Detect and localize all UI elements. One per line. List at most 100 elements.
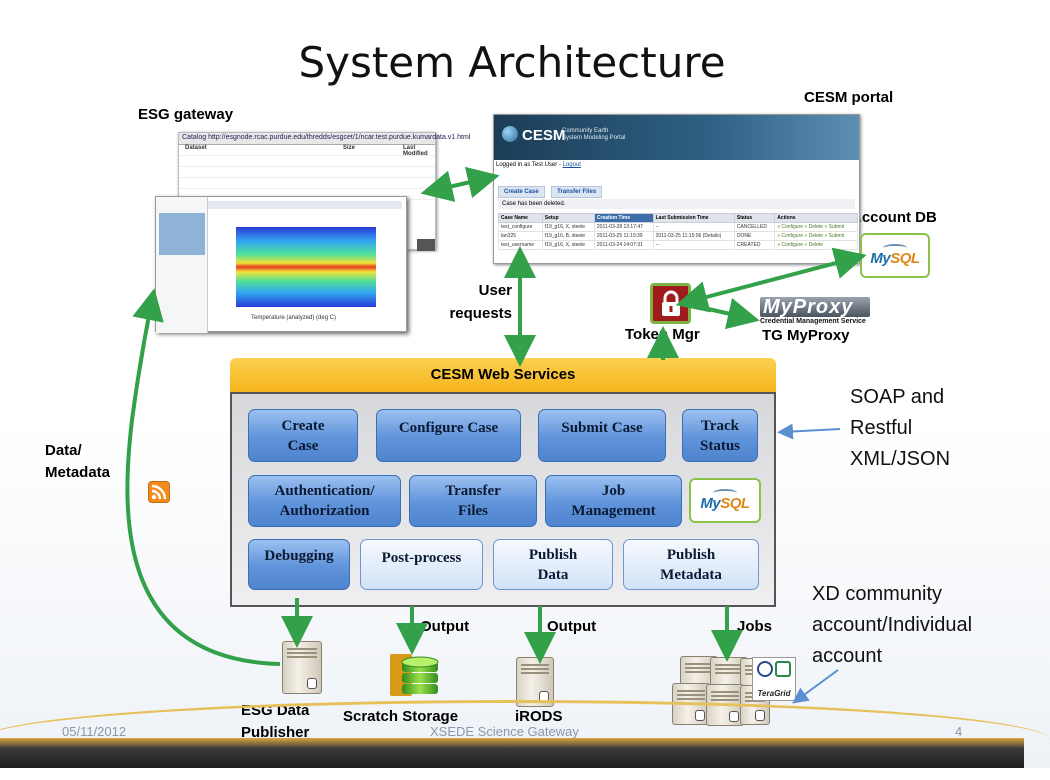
xd-community-account-label: XD community account/Individual account — [812, 579, 972, 672]
col-size: Size — [343, 145, 356, 151]
user-requests-label: User requests — [438, 279, 512, 325]
dolphin-icon — [883, 244, 907, 252]
token-accountdb-arrow — [675, 247, 867, 313]
mysql-my: My — [870, 250, 891, 267]
user-requests-line-1: User — [478, 282, 512, 299]
web-services-mysql-logo: MySQL — [689, 478, 761, 523]
dolphin-icon — [713, 489, 737, 497]
xd-line-1: XD community — [812, 583, 943, 605]
globe-icon — [502, 126, 518, 142]
soap-restful-label: SOAP and Restful XML/JSON — [850, 382, 950, 475]
myproxy-tagline: Credential Management Service — [760, 318, 866, 325]
job-management-service: Job Management — [545, 475, 682, 527]
col-modified: Last Modified — [403, 145, 428, 157]
submit-case-label: Submit Case — [561, 420, 643, 436]
plot-caption: Temperature (analyzed) (deg C) — [251, 315, 337, 321]
cesm-portal-label: CESM portal — [804, 89, 894, 106]
data-metadata-label: Data/ Metadata — [45, 440, 110, 484]
page-number: 4 — [955, 724, 963, 739]
esg-data-publisher-server-icon — [282, 641, 322, 694]
notice-message: Case has been deleted. — [498, 199, 855, 209]
temperature-plot — [236, 227, 376, 307]
mysql-my: My — [700, 495, 721, 512]
esg-gateway-plot-screenshot: Temperature (analyzed) (deg C) — [155, 196, 407, 333]
case-table: Case Name Setup Creation Time Last Submi… — [498, 213, 858, 250]
mysql-sql: SQL — [890, 250, 920, 267]
publish-metadata-service: Publish Metadata — [623, 539, 759, 590]
output-label-1: Output — [420, 618, 470, 635]
slide-title: System Architecture — [298, 38, 726, 87]
xd-line-2: account/Individual — [812, 614, 973, 636]
irods-server-icon — [516, 657, 554, 707]
soap-line-3: XML/JSON — [850, 448, 951, 470]
xd-line-3: account — [812, 645, 883, 667]
track-status-line-2: Status — [699, 437, 740, 454]
transfer-files-service: Transfer Files — [409, 475, 537, 527]
job-mgmt-line-2: Management — [571, 503, 656, 519]
publish-metadata-line-2: Metadata — [660, 566, 722, 583]
jobs-label: Jobs — [737, 618, 773, 635]
footer-center: XSEDE Science Gateway — [430, 724, 579, 739]
teragrid-logo: TeraGrid — [752, 657, 796, 701]
token-myproxy-arrow — [694, 297, 760, 330]
submit-case-service: Submit Case — [538, 409, 666, 462]
data-metadata-line-2: Metadata — [45, 464, 111, 481]
post-process-label: Post-process — [381, 550, 462, 566]
publish-metadata-line-1: Publish — [666, 546, 716, 563]
track-status-line-1: Track — [700, 417, 740, 434]
output-label-2: Output — [547, 618, 597, 635]
data-metadata-arrow — [125, 288, 281, 666]
footer-curve — [0, 700, 1050, 780]
job-mgmt-line-1: Job — [601, 483, 626, 499]
tab-create-case[interactable]: Create Case — [498, 186, 545, 198]
xd-account-arrow — [792, 669, 839, 704]
account-db-label: Account DB — [851, 209, 937, 226]
soap-line-2: Restful — [850, 417, 913, 439]
esg-cesm-arrow — [420, 166, 500, 202]
logout-link[interactable]: Logout — [562, 162, 581, 168]
publish-data-line-2: Data — [537, 566, 569, 583]
tg-myproxy-label: TG MyProxy — [762, 327, 850, 344]
auth-line-2: Authorization — [279, 503, 370, 519]
cesm-logo: CESM — [522, 127, 566, 144]
auth-line-1: Authentication/ — [274, 483, 375, 499]
post-process-service: Post-process — [360, 539, 483, 590]
publish-data-service: Publish Data — [493, 539, 613, 590]
mysql-sql: SQL — [720, 495, 750, 512]
configure-case-label: Configure Case — [398, 420, 499, 436]
data-metadata-line-1: Data/ — [45, 442, 82, 459]
table-row: lan325 f19_g16, B, steele 2011-03-25 11:… — [498, 231, 858, 241]
catalog-url: Catalog http://esgnode.rcac.purdue.edu/t… — [179, 133, 470, 145]
teragrid-wordmark: TeraGrid — [757, 689, 791, 698]
esg-gateway-label: ESG gateway — [138, 106, 234, 123]
connector-arrows — [125, 166, 867, 704]
rss-icon — [148, 481, 170, 503]
create-case-line-2: Case — [287, 437, 319, 454]
portal-subtitle-1: Community Earth — [562, 128, 609, 134]
soap-line-1: SOAP and — [850, 386, 945, 408]
debugging-service: Debugging — [248, 539, 350, 590]
configure-case-service: Configure Case — [376, 409, 521, 462]
login-status: Logged in as Test User - — [496, 162, 563, 168]
account-db-mysql-logo: MySQL — [860, 233, 930, 278]
soap-arrow — [777, 423, 841, 440]
tab-transfer-files[interactable]: Transfer Files — [551, 186, 603, 198]
user-requests-line-2: requests — [449, 305, 512, 322]
transfer-files-line-2: Files — [458, 503, 488, 519]
table-row: test_configure f19_g16, X, steele 2011-0… — [498, 222, 858, 232]
col-dataset: Dataset — [185, 145, 207, 151]
grid-icon — [775, 661, 791, 677]
scratch-storage-icon — [388, 648, 442, 700]
world-map-thumbnail — [159, 213, 205, 255]
track-status-service: Track Status — [682, 409, 758, 462]
table-cell: f19_g16, X, steele — [541, 240, 595, 250]
footer-date: 05/11/2012 — [62, 724, 127, 739]
refresh-icon — [757, 661, 773, 677]
web-services-header: CESM Web Services — [230, 358, 776, 392]
portal-subtitle-2: System Modeling Portal — [562, 135, 626, 141]
footer-band — [0, 738, 1024, 768]
publish-data-line-1: Publish — [528, 546, 578, 563]
transfer-files-line-1: Transfer — [445, 483, 501, 499]
create-case-service: Create Case — [248, 409, 358, 462]
authentication-service: Authentication/ Authorization — [248, 475, 401, 527]
